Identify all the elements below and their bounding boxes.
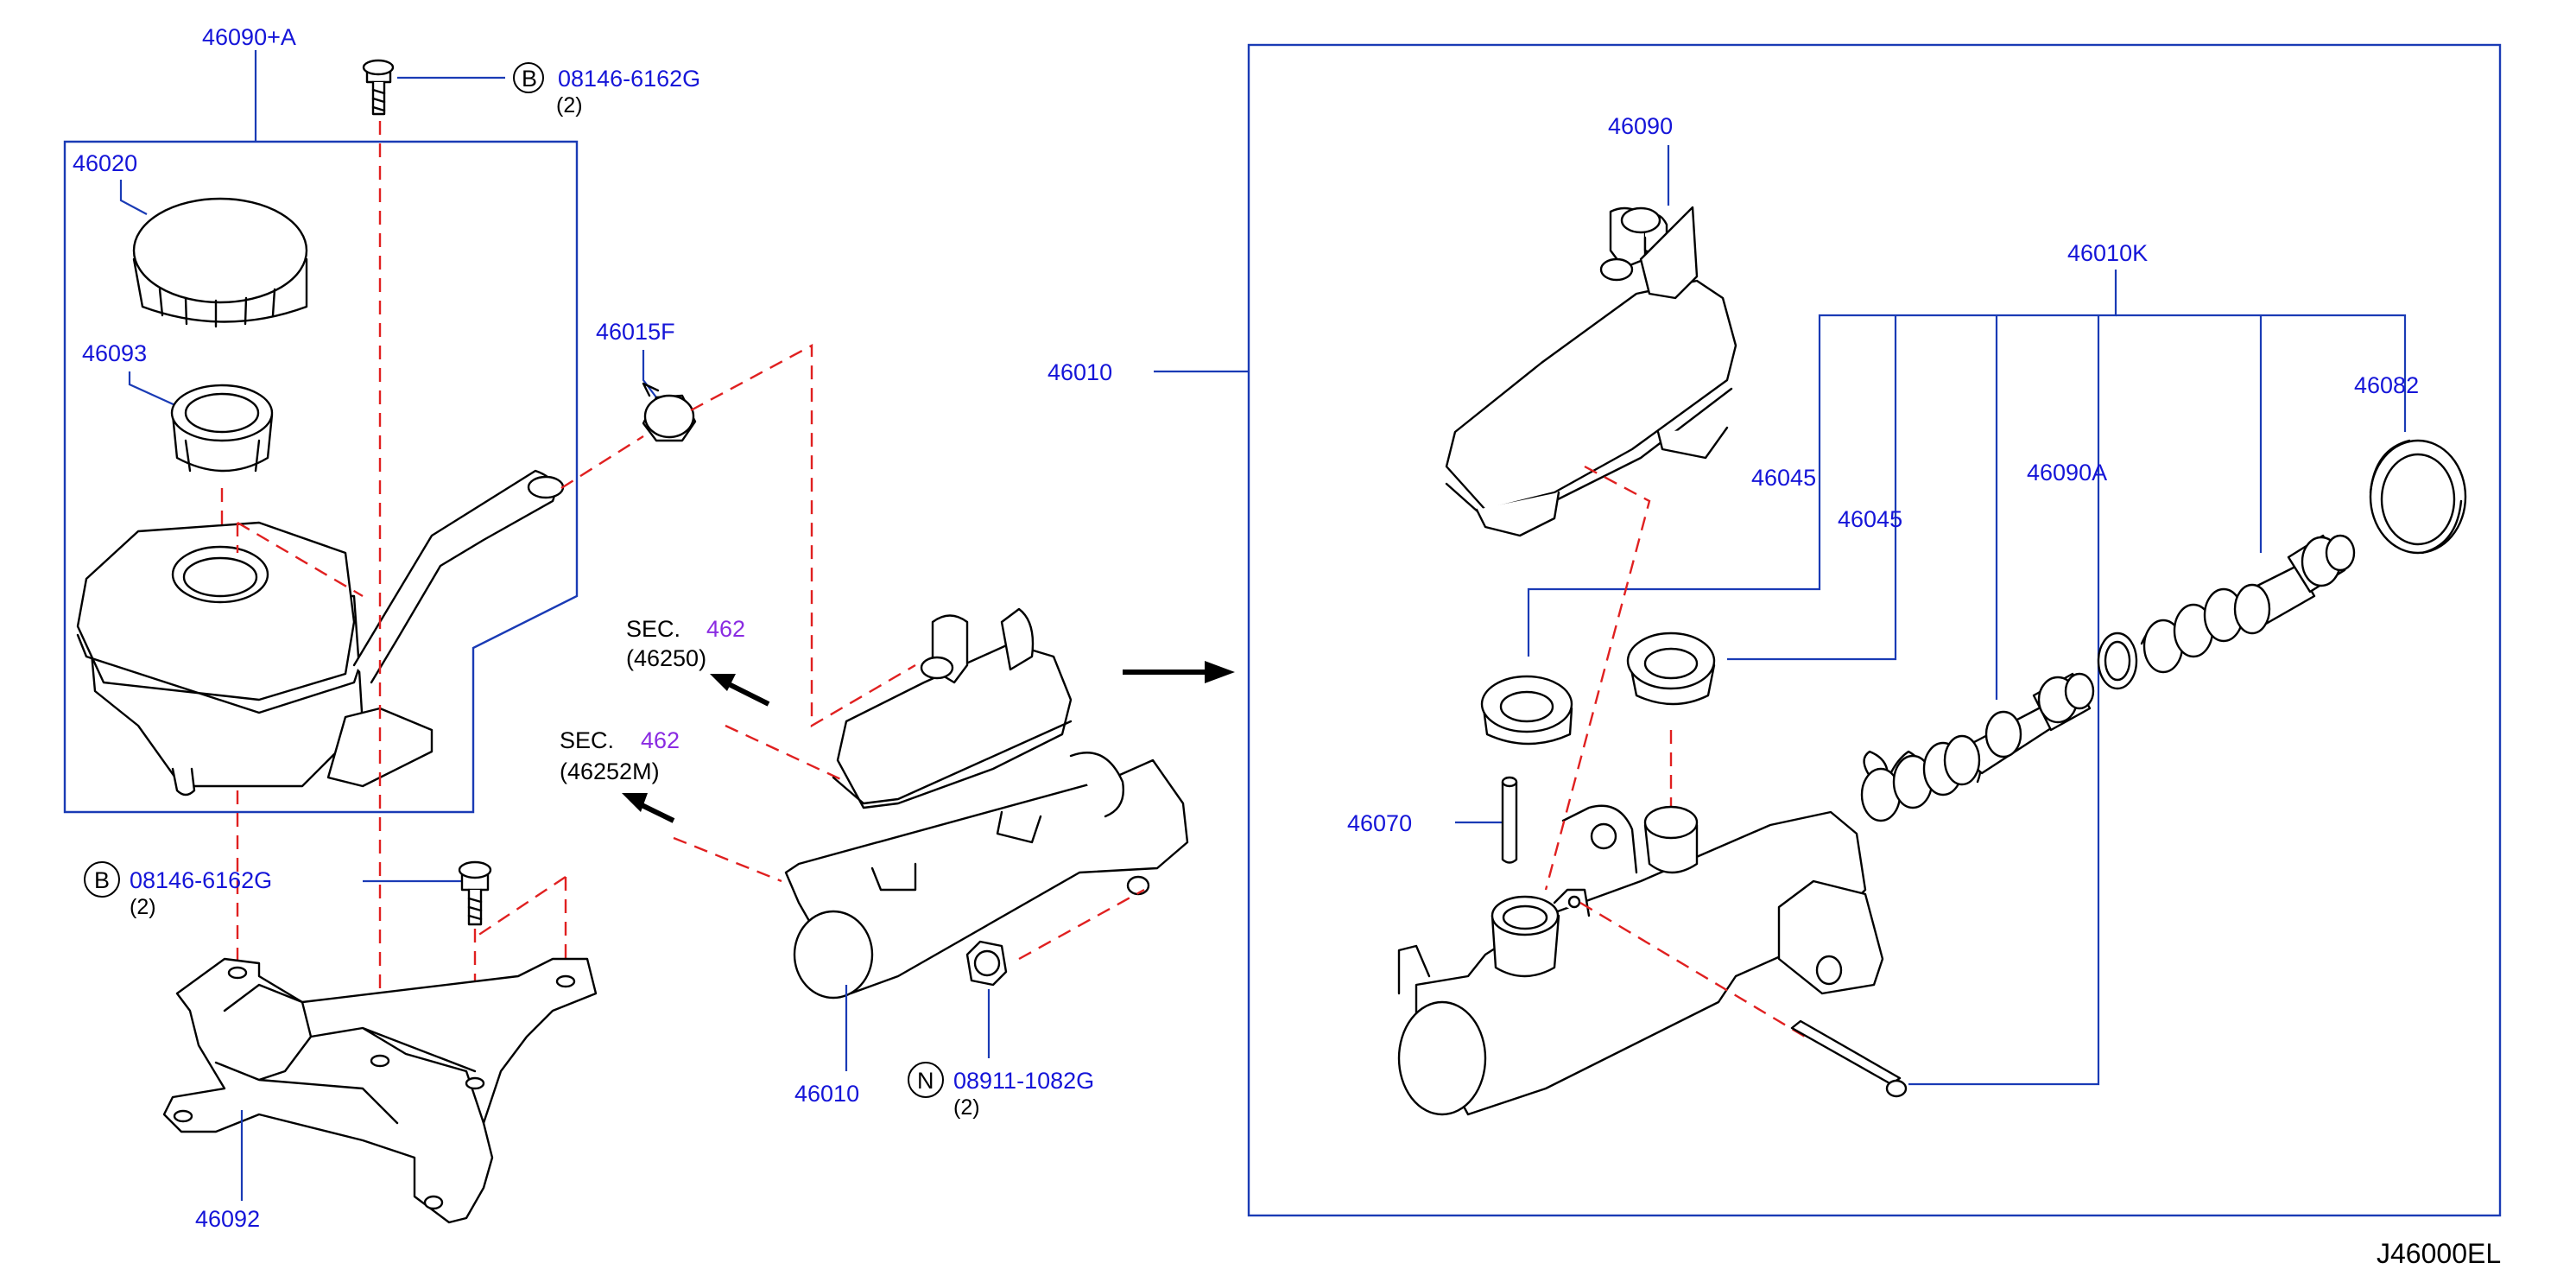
dash-clamp-b [690, 343, 916, 728]
leader-46090a [1908, 315, 2100, 1086]
label-46092[interactable]: 46092 [195, 1206, 260, 1232]
grommet-a-icon [1480, 675, 1573, 746]
sec-ref-1-arrow [724, 680, 770, 707]
bolt-top-icon [362, 59, 395, 116]
label-46090[interactable]: 46090 [1608, 113, 1673, 139]
label-46015f[interactable]: 46015F [596, 319, 675, 345]
sec-ref-1-arrowhead [710, 674, 736, 691]
sec-ref-1-sub: (46250) [626, 645, 706, 671]
dash-sec-1 [725, 724, 847, 784]
bracket-group: B 08146-6162G (2) 46092 [84, 790, 598, 1232]
sec-ref-2-arrowhead [622, 793, 648, 812]
leader-46045-b [1727, 315, 1897, 661]
reservoir-tank-icon [76, 469, 565, 796]
label-46010-mid[interactable]: 46010 [794, 1081, 859, 1107]
dash-bracket-right [474, 876, 567, 968]
label-bolt-mid[interactable]: 08146-6162G [130, 867, 272, 893]
leader-46093 [128, 371, 178, 408]
label-46093[interactable]: 46093 [82, 340, 147, 366]
grommet-b-icon [1626, 631, 1716, 706]
label-46090a[interactable]: 46090A [2027, 460, 2107, 486]
badge-b-top [513, 62, 544, 93]
badge-n-nut [908, 1062, 944, 1098]
sec-ref-1: SEC. [626, 616, 680, 642]
qty-nut: (2) [953, 1095, 980, 1120]
dash-nut [1018, 888, 1145, 961]
sec-ref-1-num[interactable]: 462 [706, 616, 745, 642]
bracket-icon [162, 957, 598, 1224]
pin-icon [1501, 776, 1518, 864]
diagram-code: J46000EL [2377, 1238, 2501, 1269]
dash-sec-2 [673, 836, 782, 883]
rod-pin-icon [1790, 1019, 1908, 1098]
qty-bolt-top: (2) [556, 93, 583, 117]
reservoir-assembly-group: 46090+A 46020 46093 [63, 24, 916, 1063]
boot-ring-icon [2369, 439, 2467, 555]
badge-n-letter: N [917, 1068, 934, 1094]
label-46045-a[interactable]: 46045 [1751, 465, 1816, 491]
badge-b-mid [84, 861, 120, 898]
label-46010k[interactable]: 46010K [2067, 240, 2148, 266]
dash-clamp-a [560, 435, 644, 490]
leader-46015f [642, 350, 657, 398]
label-46010-frame[interactable]: 46010 [1047, 359, 1112, 385]
reservoir-cap-icon [132, 197, 308, 328]
label-46020[interactable]: 46020 [73, 150, 137, 176]
leader-46082 [2116, 314, 2407, 432]
explode-arrowhead [1205, 661, 1235, 683]
dash-reservoir-right [1544, 465, 1651, 891]
reservoir-tank-right-icon [1445, 206, 1737, 537]
reservoir-frame [63, 140, 579, 814]
qty-bolt-mid: (2) [130, 895, 156, 919]
middle-group: SEC. 462 (46250) SEC. 462 (46252M) 46010 [560, 607, 1235, 1120]
dash-tank-a [237, 521, 364, 598]
exploded-frame [1247, 43, 2502, 1217]
badge-b-top-letter: B [522, 66, 537, 92]
leader-46020 [119, 180, 148, 215]
nut-icon [965, 940, 1008, 987]
label-nut[interactable]: 08911-1082G [953, 1068, 1094, 1094]
spring-piston-b-icon [2097, 534, 2356, 690]
sec-ref-2: SEC. [560, 727, 614, 753]
sec-ref-2-num[interactable]: 462 [641, 727, 680, 753]
strainer-icon [170, 384, 274, 473]
label-bolt-top[interactable]: 08146-6162G [558, 66, 700, 92]
master-cylinder-mid-icon [784, 607, 1189, 1000]
label-46070[interactable]: 46070 [1347, 810, 1412, 836]
spring-piston-a-icon [1860, 672, 2095, 822]
master-cylinder-right-icon [1397, 804, 1884, 1116]
sec-ref-2-sub: (46252M) [560, 758, 660, 784]
clamp-icon [642, 382, 697, 442]
label-46090-plus-a[interactable]: 46090+A [202, 24, 296, 50]
label-46082[interactable]: 46082 [2354, 372, 2419, 398]
badge-b-mid-letter: B [94, 867, 110, 893]
leader-46045-a [1527, 270, 2117, 657]
label-46045-b[interactable]: 46045 [1838, 506, 1902, 532]
bolt-mid-icon [458, 860, 492, 926]
exploded-view-group: 46010 46090 46010K 46045 46045 46090A 46… [1047, 43, 2502, 1217]
